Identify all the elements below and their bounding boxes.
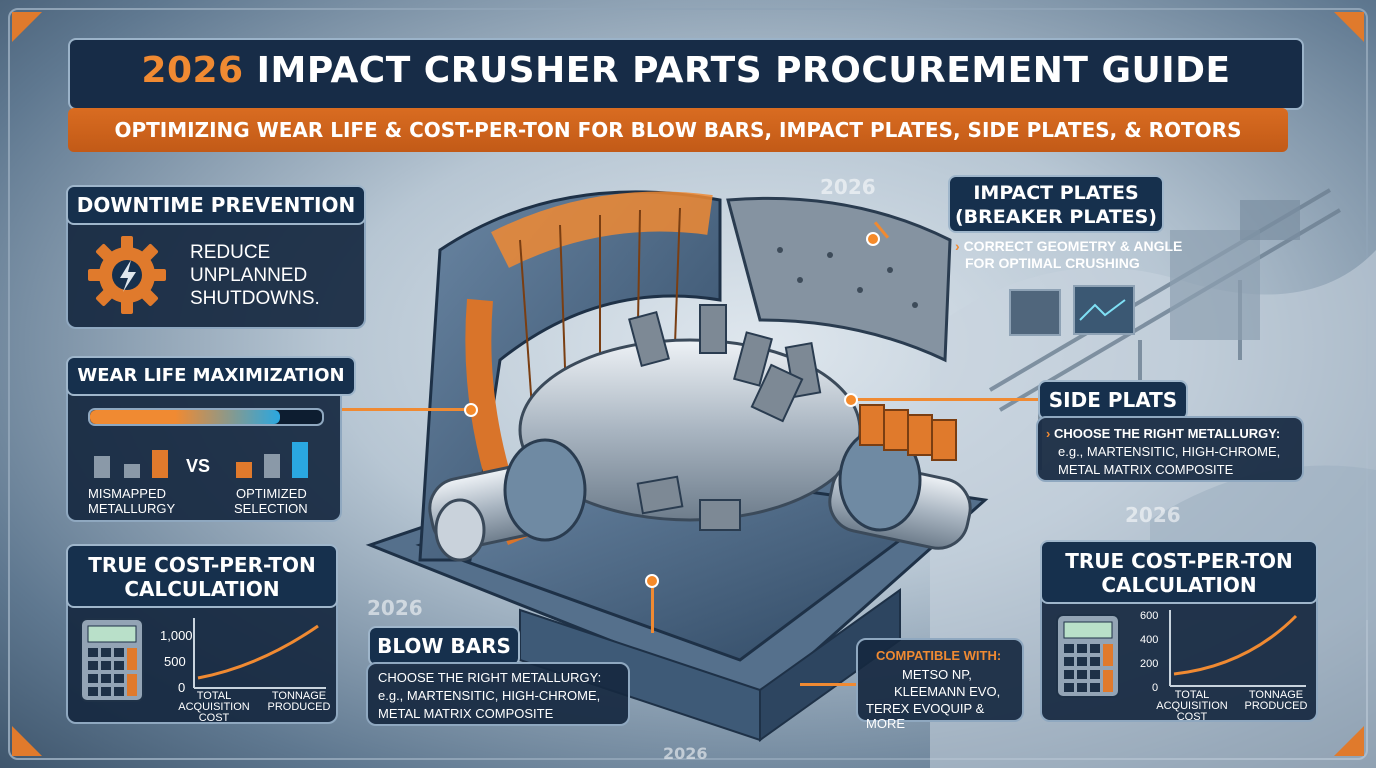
impact-text: › CORRECT GEOMETRY & ANGLE FOR OPTIMAL C… <box>955 238 1182 272</box>
compat-item: METSO NP, <box>902 667 972 682</box>
wear-progress-fill <box>90 410 281 424</box>
blow-bars-heading: BLOW BARS <box>368 626 520 666</box>
title-main: IMPACT CRUSHER PARTS PROCUREMENT GUIDE <box>256 50 1231 91</box>
leader-line <box>340 408 470 411</box>
title-banner: 2026 IMPACT CRUSHER PARTS PROCUREMENT GU… <box>68 38 1304 110</box>
compat-item: TEREX EVOQUIP & MORE <box>866 701 985 731</box>
x-label-line: PRODUCED <box>267 701 331 713</box>
x-label-line: TOTAL <box>196 690 232 702</box>
side-text-line: e.g., MARTENSITIC, HIGH-CHROME, <box>1058 444 1281 459</box>
downtime-line: UNPLANNED <box>190 265 308 286</box>
calculator-icon <box>1056 614 1120 698</box>
impact-plates-heading: IMPACT PLATES (BREAKER PLATES) <box>948 175 1164 233</box>
optimized-label: SELECTION <box>234 501 308 516</box>
leader-line <box>651 585 654 633</box>
watermark-year: 2026 <box>663 744 708 763</box>
side-plates-heading: SIDE PLATS <box>1038 380 1188 420</box>
downtime-card: DOWNTIME PREVENTION REDUCE UNPLANNED SHU… <box>66 185 366 329</box>
downtime-line: SHUTDOWNS. <box>190 288 320 309</box>
x-label-line: ACQUISITION <box>1156 700 1228 712</box>
wear-comparison-bars <box>94 442 308 478</box>
x-label-line: TONNAGE <box>271 690 327 702</box>
callout-dot <box>645 574 659 588</box>
subtitle-banner: OPTIMIZING WEAR LIFE & COST-PER-TON FOR … <box>68 108 1288 152</box>
x-label-line: TOTAL <box>1174 689 1210 701</box>
optimized-label: OPTIMIZED <box>236 486 307 501</box>
y-tick: 1,000 <box>160 628 193 643</box>
cost-heading: TRUE COST-PER-TON CALCULATION <box>66 544 338 608</box>
leader-line <box>855 398 1040 401</box>
side-text-line: › CHOOSE THE RIGHT METALLURGY: <box>1046 426 1281 441</box>
wear-life-card: WEAR LIFE MAXIMIZATION VS MISMAPPED META… <box>66 356 356 522</box>
callout-dot <box>866 232 880 246</box>
y-tick: 600 <box>1140 610 1159 622</box>
side-plates-card: › CHOOSE THE RIGHT METALLURGY: e.g., MAR… <box>1036 416 1304 482</box>
x-label-cost: TOTAL ACQUISITION COST <box>1152 690 1232 723</box>
y-tick: 400 <box>1140 634 1159 646</box>
downtime-line: REDUCE <box>190 242 271 263</box>
y-tick: 500 <box>164 654 186 669</box>
x-label-line: COST <box>1176 711 1208 723</box>
watermark-year: 2026 <box>1125 503 1181 527</box>
cost-heading-line: CALCULATION <box>1101 573 1257 597</box>
wear-progress-track <box>88 408 324 426</box>
x-label-line: TONNAGE <box>1248 689 1304 701</box>
impact-heading-line: IMPACT PLATES <box>973 182 1139 204</box>
x-label-tonnage: TONNAGE PRODUCED <box>264 691 334 713</box>
y-tick: 0 <box>178 680 186 695</box>
blow-text-line: e.g., MARTENSITIC, HIGH-CHROME, <box>378 688 601 703</box>
impact-text-line: FOR OPTIMAL CRUSHING <box>965 255 1140 271</box>
callout-dot <box>844 393 858 407</box>
compat-item: KLEEMANN EVO, <box>894 684 1001 699</box>
compat-heading: COMPATIBLE WITH: <box>876 648 1002 663</box>
x-label-line: COST <box>198 712 230 724</box>
calculator-icon <box>80 618 144 702</box>
x-label-line: ACQUISITION <box>178 701 250 713</box>
downtime-heading: DOWNTIME PREVENTION <box>66 185 366 225</box>
blow-bars-card: CHOOSE THE RIGHT METALLURGY: e.g., MARTE… <box>366 662 630 726</box>
gear-lightning-icon <box>88 236 166 314</box>
impact-heading-line: (BREAKER PLATES) <box>955 206 1157 228</box>
cost-curve-chart <box>1169 610 1306 687</box>
cost-heading-line: TRUE COST-PER-TON <box>88 553 316 577</box>
leader-line <box>800 683 860 686</box>
blow-text-line: METAL MATRIX COMPOSITE <box>378 706 554 721</box>
impact-text-line: › CORRECT GEOMETRY & ANGLE <box>955 238 1183 254</box>
watermark-year: 2026 <box>367 596 423 620</box>
blow-text-line: CHOOSE THE RIGHT METALLURGY: <box>378 670 602 685</box>
watermark-year: 2026 <box>820 175 876 199</box>
side-text-line: METAL MATRIX COMPOSITE <box>1058 462 1234 477</box>
cost-heading-line: TRUE COST-PER-TON <box>1065 549 1293 573</box>
wear-life-heading: WEAR LIFE MAXIMIZATION <box>66 356 356 396</box>
mismapped-label: MISMAPPED <box>88 486 167 501</box>
cost-heading-line: CALCULATION <box>124 577 280 601</box>
compatibility-card: COMPATIBLE WITH: METSO NP, KLEEMANN EVO,… <box>856 638 1024 731</box>
cost-per-ton-card-right: TRUE COST-PER-TON CALCULATION 600 400 20… <box>1040 540 1318 723</box>
x-label-cost: TOTAL ACQUISITION COST <box>174 691 254 724</box>
title-year: 2026 <box>141 50 244 91</box>
y-tick: 200 <box>1140 658 1159 670</box>
vs-label: VS <box>186 456 211 476</box>
cost-per-ton-card-left: TRUE COST-PER-TON CALCULATION 1,000 500 … <box>66 544 338 724</box>
impact-text-value: CORRECT GEOMETRY & ANGLE <box>963 238 1183 254</box>
side-text-value: CHOOSE THE RIGHT METALLURGY: <box>1053 426 1281 441</box>
callout-dot <box>464 403 478 417</box>
cost-curve-chart <box>193 618 326 689</box>
y-tick: 0 <box>1152 682 1159 694</box>
mismapped-label: METALLURGY <box>88 501 176 516</box>
page-title: 2026 IMPACT CRUSHER PARTS PROCUREMENT GU… <box>70 50 1302 91</box>
x-label-line: PRODUCED <box>1244 700 1308 712</box>
cost-heading: TRUE COST-PER-TON CALCULATION <box>1040 540 1318 604</box>
x-label-tonnage: TONNAGE PRODUCED <box>1240 690 1312 712</box>
